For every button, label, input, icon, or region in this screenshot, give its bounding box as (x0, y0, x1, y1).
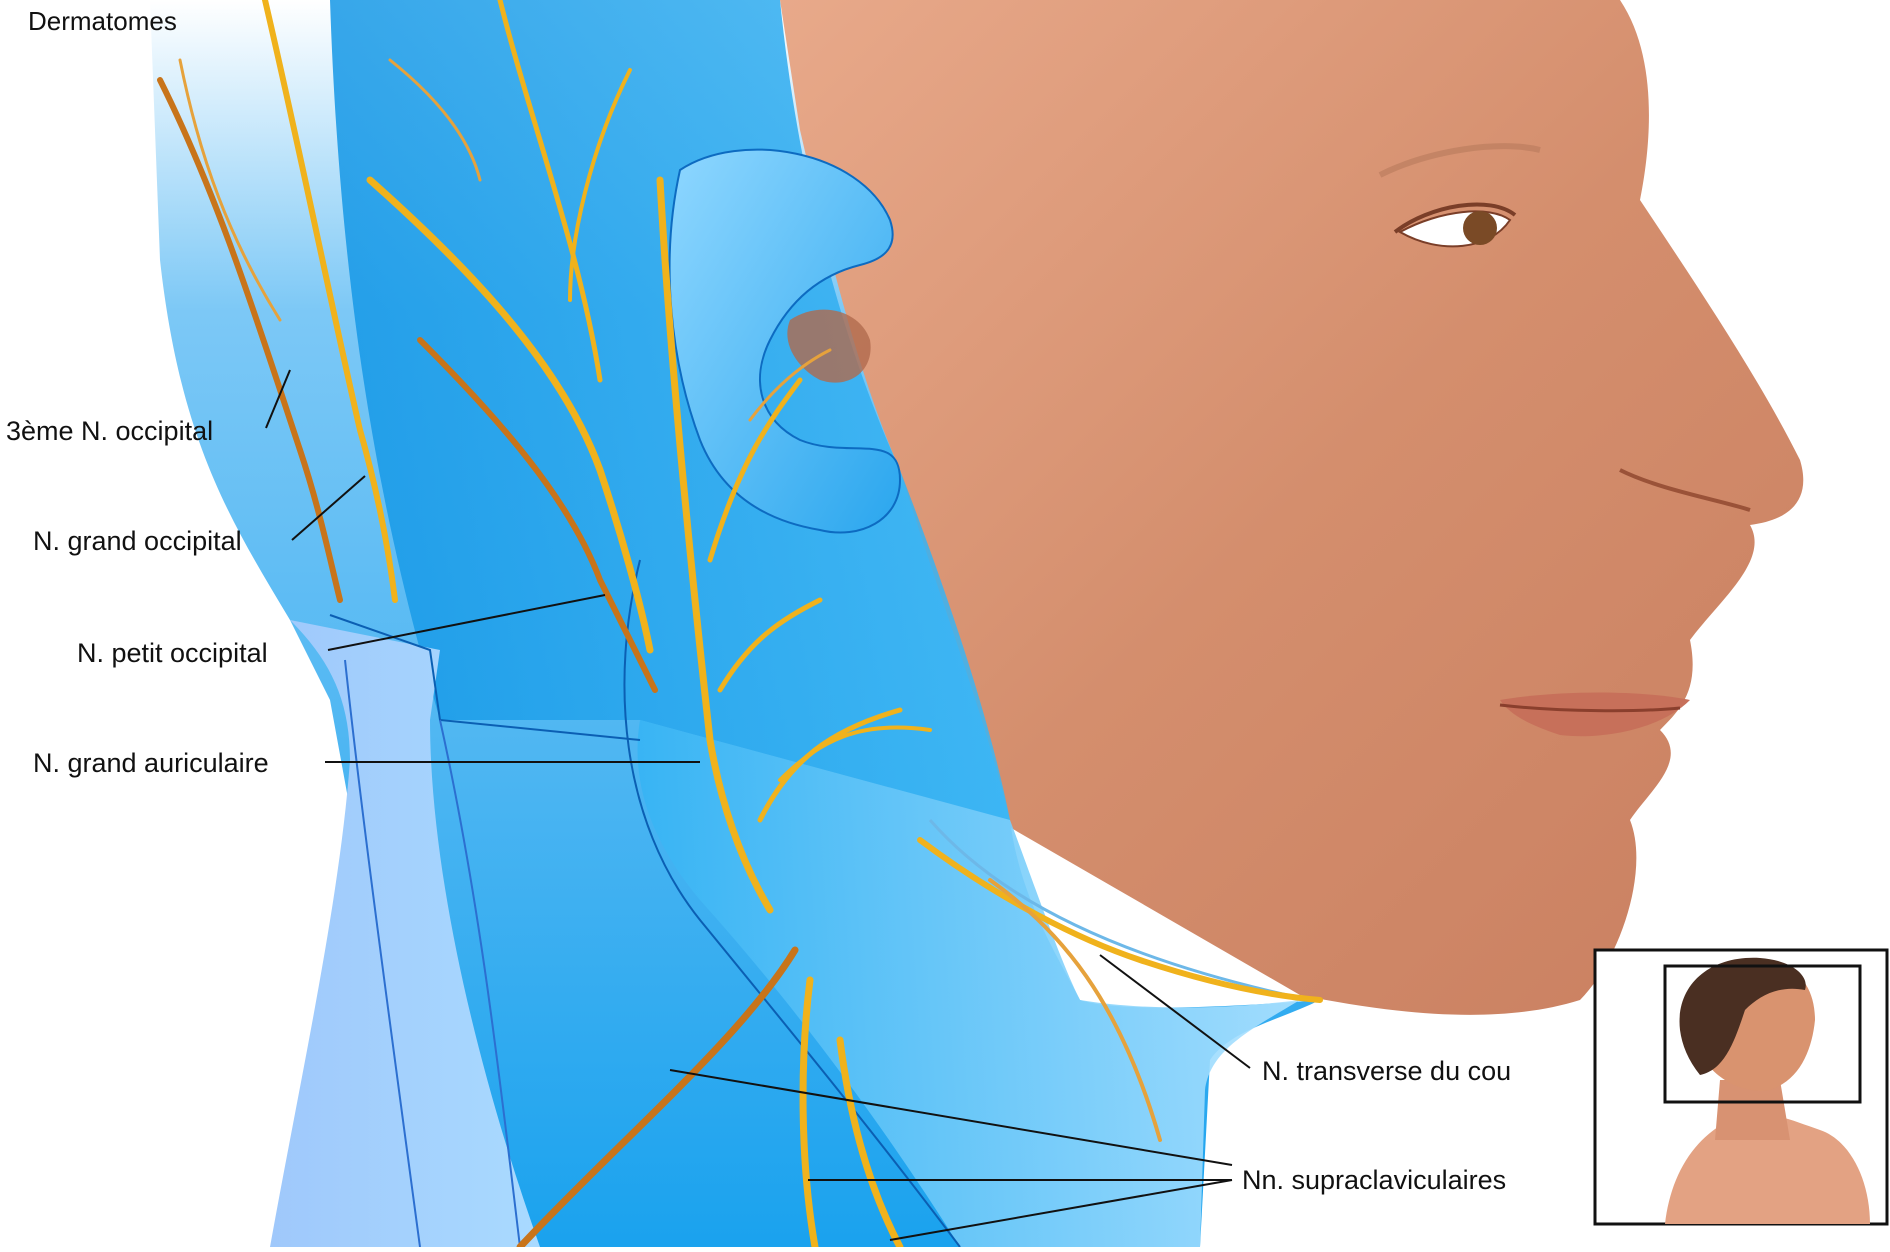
diagram-title: Dermatomes (28, 8, 177, 34)
iris (1463, 211, 1497, 245)
label-greater-occipital-nerve: N. grand occipital (33, 528, 242, 555)
label-supraclavicular-nerves: Nn. supraclaviculaires (1242, 1167, 1506, 1194)
label-lesser-occipital-nerve: N. petit occipital (77, 640, 268, 667)
label-third-occipital-nerve: 3ème N. occipital (6, 418, 213, 445)
label-transverse-cervical-nerve: N. transverse du cou (1262, 1058, 1511, 1085)
label-great-auricular-nerve: N. grand auriculaire (33, 750, 269, 777)
head-neck-orientation-thumbnail-icon (1595, 950, 1887, 1224)
